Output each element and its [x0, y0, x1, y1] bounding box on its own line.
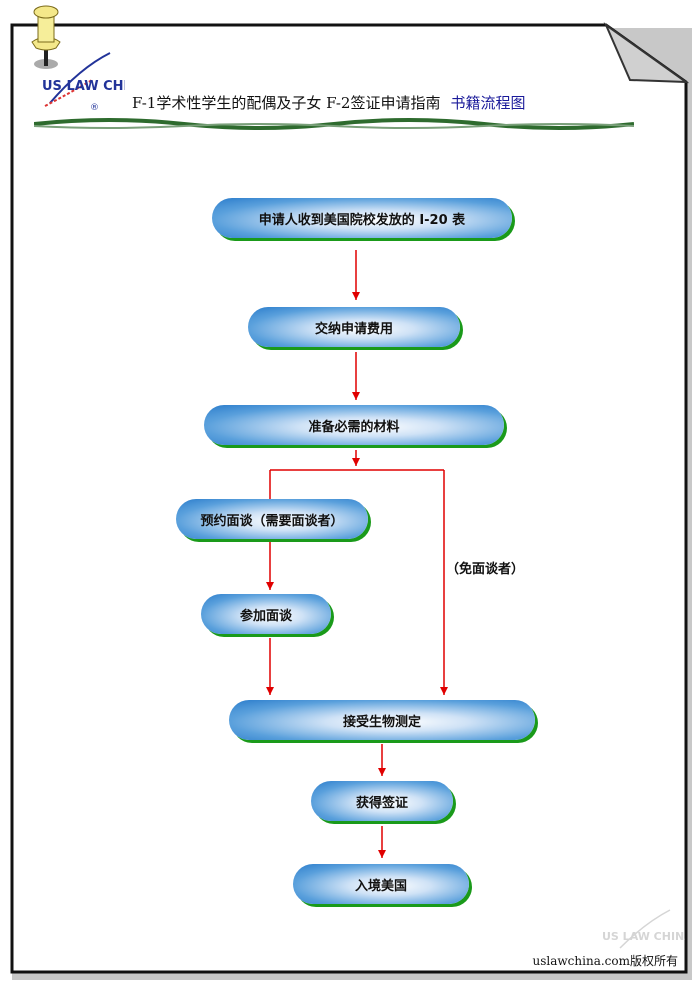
node-label: 准备必需的材料	[308, 419, 400, 435]
arrow-schedule-to-attend-head	[266, 582, 274, 590]
copyright-text: uslawchina.com版权所有	[532, 954, 678, 968]
node-enter-us: 入境美国	[293, 864, 469, 904]
arrow-biometrics-to-visa-head	[378, 768, 386, 776]
node-pay-fee: 交纳申请费用	[248, 307, 460, 347]
node-receive-i20: 申请人收到美国院校发放的 I-20 表	[212, 198, 512, 238]
flow-arrows	[266, 250, 448, 858]
uslawchina-logo: US LAW CHINA ®	[42, 52, 125, 113]
arrow-prepare-to-split-head	[352, 458, 360, 466]
watermark-logo: US LAW CHINA	[602, 909, 685, 949]
arrow-no-interview-to-biometrics-head	[440, 687, 448, 695]
arrow-pay-to-prepare-head	[352, 392, 360, 400]
node-schedule-interview: 预约面谈（需要面谈者）	[176, 499, 368, 539]
page-title: F-1学术性学生的配偶及子女 F-2签证申请指南书籍流程图	[132, 92, 525, 113]
svg-text:®: ®	[90, 103, 99, 113]
pushpin-icon	[31, 5, 61, 69]
node-get-visa: 获得签证	[311, 781, 453, 821]
logo-text: US LAW CHINA	[42, 79, 125, 94]
node-label: 交纳申请费用	[314, 321, 393, 337]
node-label: 参加面谈	[239, 608, 292, 624]
node-label: 申请人收到美国院校发放的 I-20 表	[258, 212, 466, 228]
node-label: 预约面谈（需要面谈者）	[200, 513, 344, 529]
branch-label-no-interview: （免面谈者）	[446, 562, 525, 577]
arrow-receive-to-pay-head	[352, 292, 360, 300]
arrow-attend-to-biometrics-head	[266, 687, 274, 695]
vine-divider	[34, 118, 634, 130]
title-main: F-1学术性学生的配偶及子女 F-2签证申请指南	[132, 94, 441, 112]
node-label: 入境美国	[354, 878, 407, 894]
title-highlight: 书籍流程图	[450, 94, 526, 112]
arrow-visa-to-enter-head	[378, 850, 386, 858]
node-label: 获得签证	[355, 795, 408, 811]
node-biometrics: 接受生物测定	[229, 700, 535, 740]
node-attend-interview: 参加面谈	[201, 594, 331, 634]
node-label: 接受生物测定	[342, 714, 421, 730]
watermark-text: US LAW CHINA	[602, 930, 685, 943]
node-prepare-materials: 准备必需的材料	[204, 405, 504, 445]
page-curl	[603, 22, 690, 84]
